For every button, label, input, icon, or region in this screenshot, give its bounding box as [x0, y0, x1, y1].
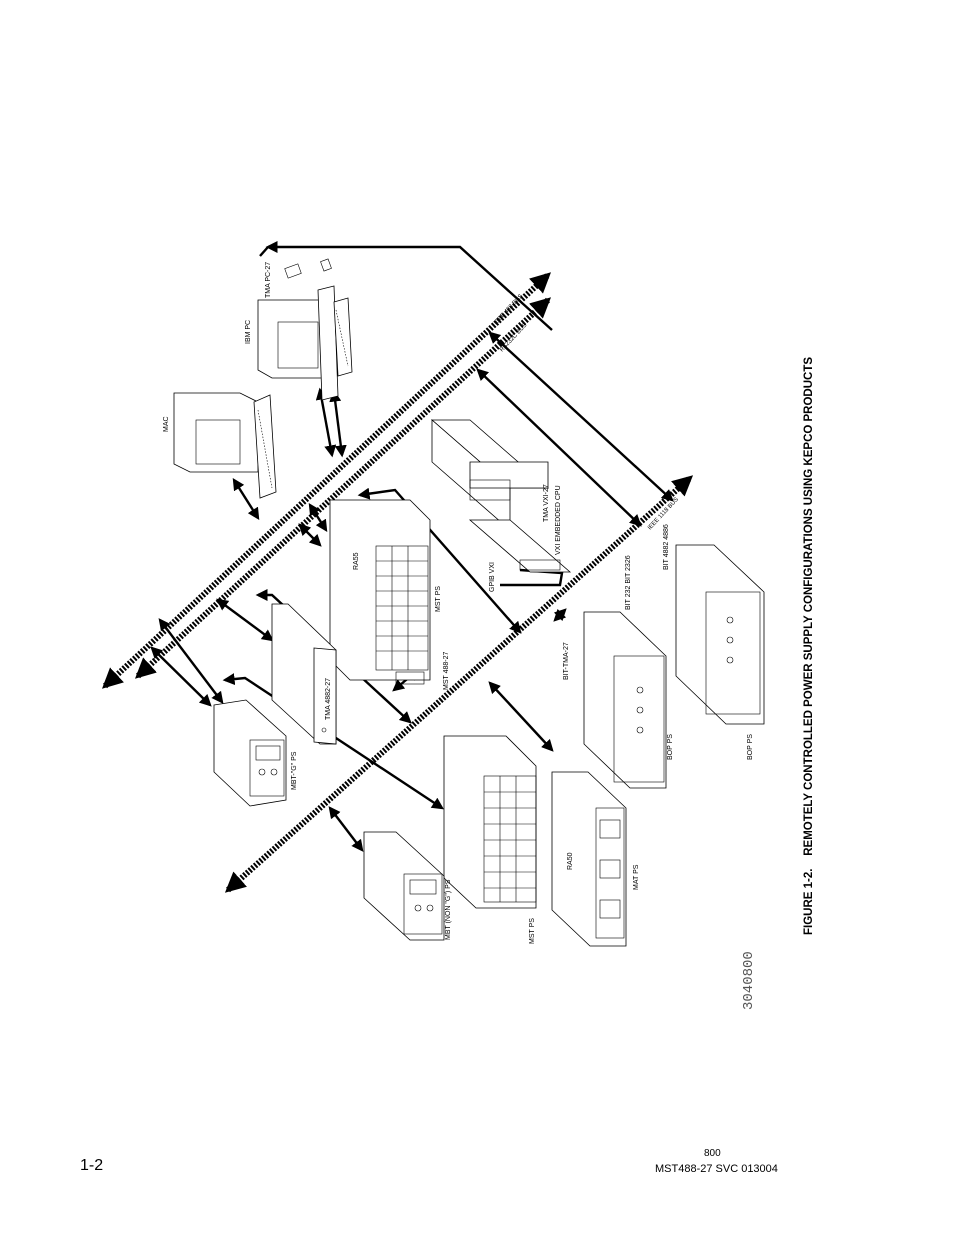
ieee1118-bus: [224, 475, 694, 893]
bit-tma-27-label: BIT-TMA-27: [563, 642, 570, 680]
ra55-rack: RA55 MST PS MST 488-27: [329, 499, 450, 690]
mbt-g-power-supply: MBT-"G" PS: [213, 699, 298, 807]
bit-232-2326-label: BIT 232 BIT 2326: [625, 555, 632, 610]
mbt-non-g-ps-label: MBT (NON "G") PS: [445, 879, 452, 940]
mst-ps-rack-bottom: MST PS: [443, 735, 537, 944]
vxi-embedded-cpu-label: VXI EMBEDDED CPU: [555, 485, 562, 555]
page-number: 1-2: [80, 1157, 104, 1174]
ieee488-bus-label: IEEE 488 BUS: [493, 293, 524, 326]
tma-vxi27-label: TMA VXI-27: [543, 484, 550, 522]
mac-label: MAC: [163, 416, 170, 432]
ra50-rack: RA50 MAT PS: [551, 771, 640, 947]
tma-4882-27-label: TMA 4882-27: [325, 678, 332, 720]
ibm-pc-computer: IBM PC TMA PC-27: [245, 258, 353, 401]
tma-4882-27-unit: TMA 4882-27: [271, 603, 337, 745]
footer-code: 800: [704, 1148, 721, 1159]
ibm-pc-label: IBM PC: [245, 320, 252, 344]
bop-ps-2-label: BOP PS: [747, 734, 754, 760]
figure-caption: FIGURE 1-2. REMOTELY CONTROLLED POWER SU…: [803, 357, 815, 935]
ra50-label: RA50: [567, 852, 574, 870]
vxi-chassis: VXI EMBEDDED CPU TMA VXI-27 GPIB VXI: [430, 419, 572, 592]
bop-power-supply-upper: BIT 4882 4886 BIT 232 BIT 2326 BOP PS: [625, 524, 765, 760]
bop-ps-1-label: BOP PS: [667, 734, 674, 760]
mst-ps-top-label: MST PS: [435, 586, 442, 612]
mbt-g-ps-label: MBT-"G" PS: [291, 751, 298, 790]
mbt-non-g-power-supply: MBT (NON "G") PS: [363, 831, 452, 941]
mat-ps-label: MAT PS: [633, 864, 640, 890]
drawing-number: 3040800: [741, 951, 757, 1010]
ra55-label: RA55: [353, 552, 360, 570]
mst-ps-bottom-label: MST PS: [529, 918, 536, 944]
gpib-vxi-label: GPIB VXI: [489, 562, 496, 592]
mst-488-27-label: MST 488-27: [443, 652, 450, 690]
tma-pc27-label: TMA PC-27: [265, 262, 272, 298]
mac-computer: MAC: [163, 392, 277, 499]
bit-4882-4886-label: BIT 4882 4886: [663, 524, 670, 570]
bop-power-supply-lower: BIT-TMA-27 BOP PS: [563, 611, 674, 789]
footer-document-id: MST488-27 SVC 013004: [655, 1163, 778, 1175]
